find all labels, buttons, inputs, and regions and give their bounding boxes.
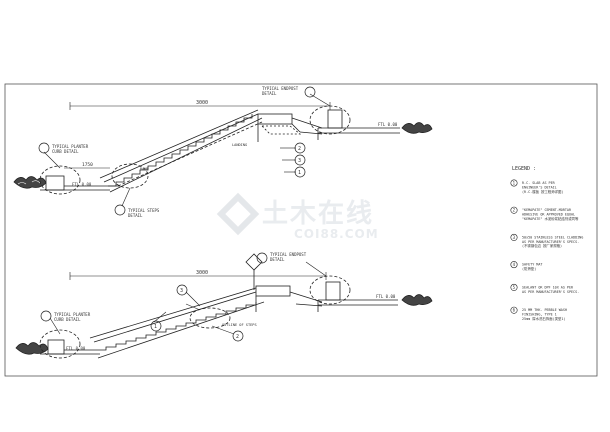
bottom-callout-planter-symbol bbox=[40, 310, 52, 322]
top-endpost bbox=[327, 109, 343, 129]
top-label-ramp: RAMP bbox=[140, 167, 149, 171]
bottom-callout-endpost-symbol bbox=[256, 252, 268, 264]
legend-item-number: 5 bbox=[513, 285, 516, 290]
bottom-markers: 3 1 2 bbox=[150, 284, 244, 342]
legend-item-number: 6 bbox=[513, 308, 516, 313]
bottom-marker-1: 3 bbox=[180, 288, 183, 294]
legend-item-text: SAFETY MAT(防滑垫) bbox=[522, 263, 542, 271]
watermark-text: 土木在线 bbox=[262, 199, 374, 229]
bottom-stair-profile bbox=[96, 302, 257, 351]
top-level-left: FTL 0.00 bbox=[72, 182, 92, 187]
top-marker-2: 3 bbox=[298, 158, 301, 164]
legend-item-number: 3 bbox=[513, 235, 516, 240]
legend-item-number: 4 bbox=[513, 262, 516, 267]
top-label-landing: LANDING bbox=[232, 143, 247, 147]
top-markers: 2 3 1 bbox=[294, 142, 306, 178]
watermark-subtext: COI88.COM bbox=[294, 227, 379, 241]
top-callout-planter-symbol bbox=[38, 142, 50, 154]
legend-title: LEGEND : bbox=[512, 166, 536, 172]
top-stair-section bbox=[13, 93, 433, 207]
top-marker-1: 2 bbox=[298, 146, 301, 152]
legend-item-number: 2 bbox=[513, 208, 516, 213]
stair-profile bbox=[108, 114, 253, 187]
legend-item-symbol bbox=[510, 179, 518, 187]
legend-item-symbol bbox=[510, 283, 518, 291]
left-planter-shrub-icon bbox=[13, 176, 47, 189]
bottom-marker-2: 1 bbox=[154, 324, 157, 330]
legend-item-symbol bbox=[510, 306, 518, 314]
bottom-level-right: FTL 0.00 bbox=[376, 294, 396, 299]
legend-item-symbol bbox=[510, 233, 518, 241]
bottom-label-outline: OUTLINE OF STEPS bbox=[222, 323, 257, 327]
top-marker-3: 1 bbox=[298, 170, 301, 176]
bottom-left-planter-shrub-icon bbox=[15, 342, 49, 355]
legend-item-number: 1 bbox=[513, 180, 516, 185]
planter-curb bbox=[45, 175, 65, 191]
sheet-frame bbox=[4, 83, 598, 377]
bottom-marker-3: 2 bbox=[236, 334, 239, 340]
watermark: 土木在线 COI88.COM bbox=[216, 192, 379, 241]
legend-item-symbol bbox=[510, 206, 518, 214]
right-planter-shrub-icon bbox=[401, 122, 433, 134]
legend-item-symbol bbox=[510, 261, 518, 269]
bottom-dimension: 3000 bbox=[196, 270, 208, 276]
bottom-level-left: FTL 0.00 bbox=[66, 346, 86, 351]
section-mark-diamond-icon bbox=[245, 253, 263, 271]
watermark-logo-icon bbox=[216, 192, 260, 236]
top-dimension: 3000 bbox=[196, 100, 208, 106]
top-level-right: FTL 0.00 bbox=[378, 122, 398, 127]
top-callout-steps-symbol bbox=[114, 204, 126, 216]
top-dimension-small: 1750 bbox=[82, 162, 93, 168]
top-callout-endpost-symbol bbox=[304, 86, 316, 98]
bottom-stair-section bbox=[15, 253, 433, 359]
bottom-right-planter-shrub-icon bbox=[401, 294, 433, 306]
